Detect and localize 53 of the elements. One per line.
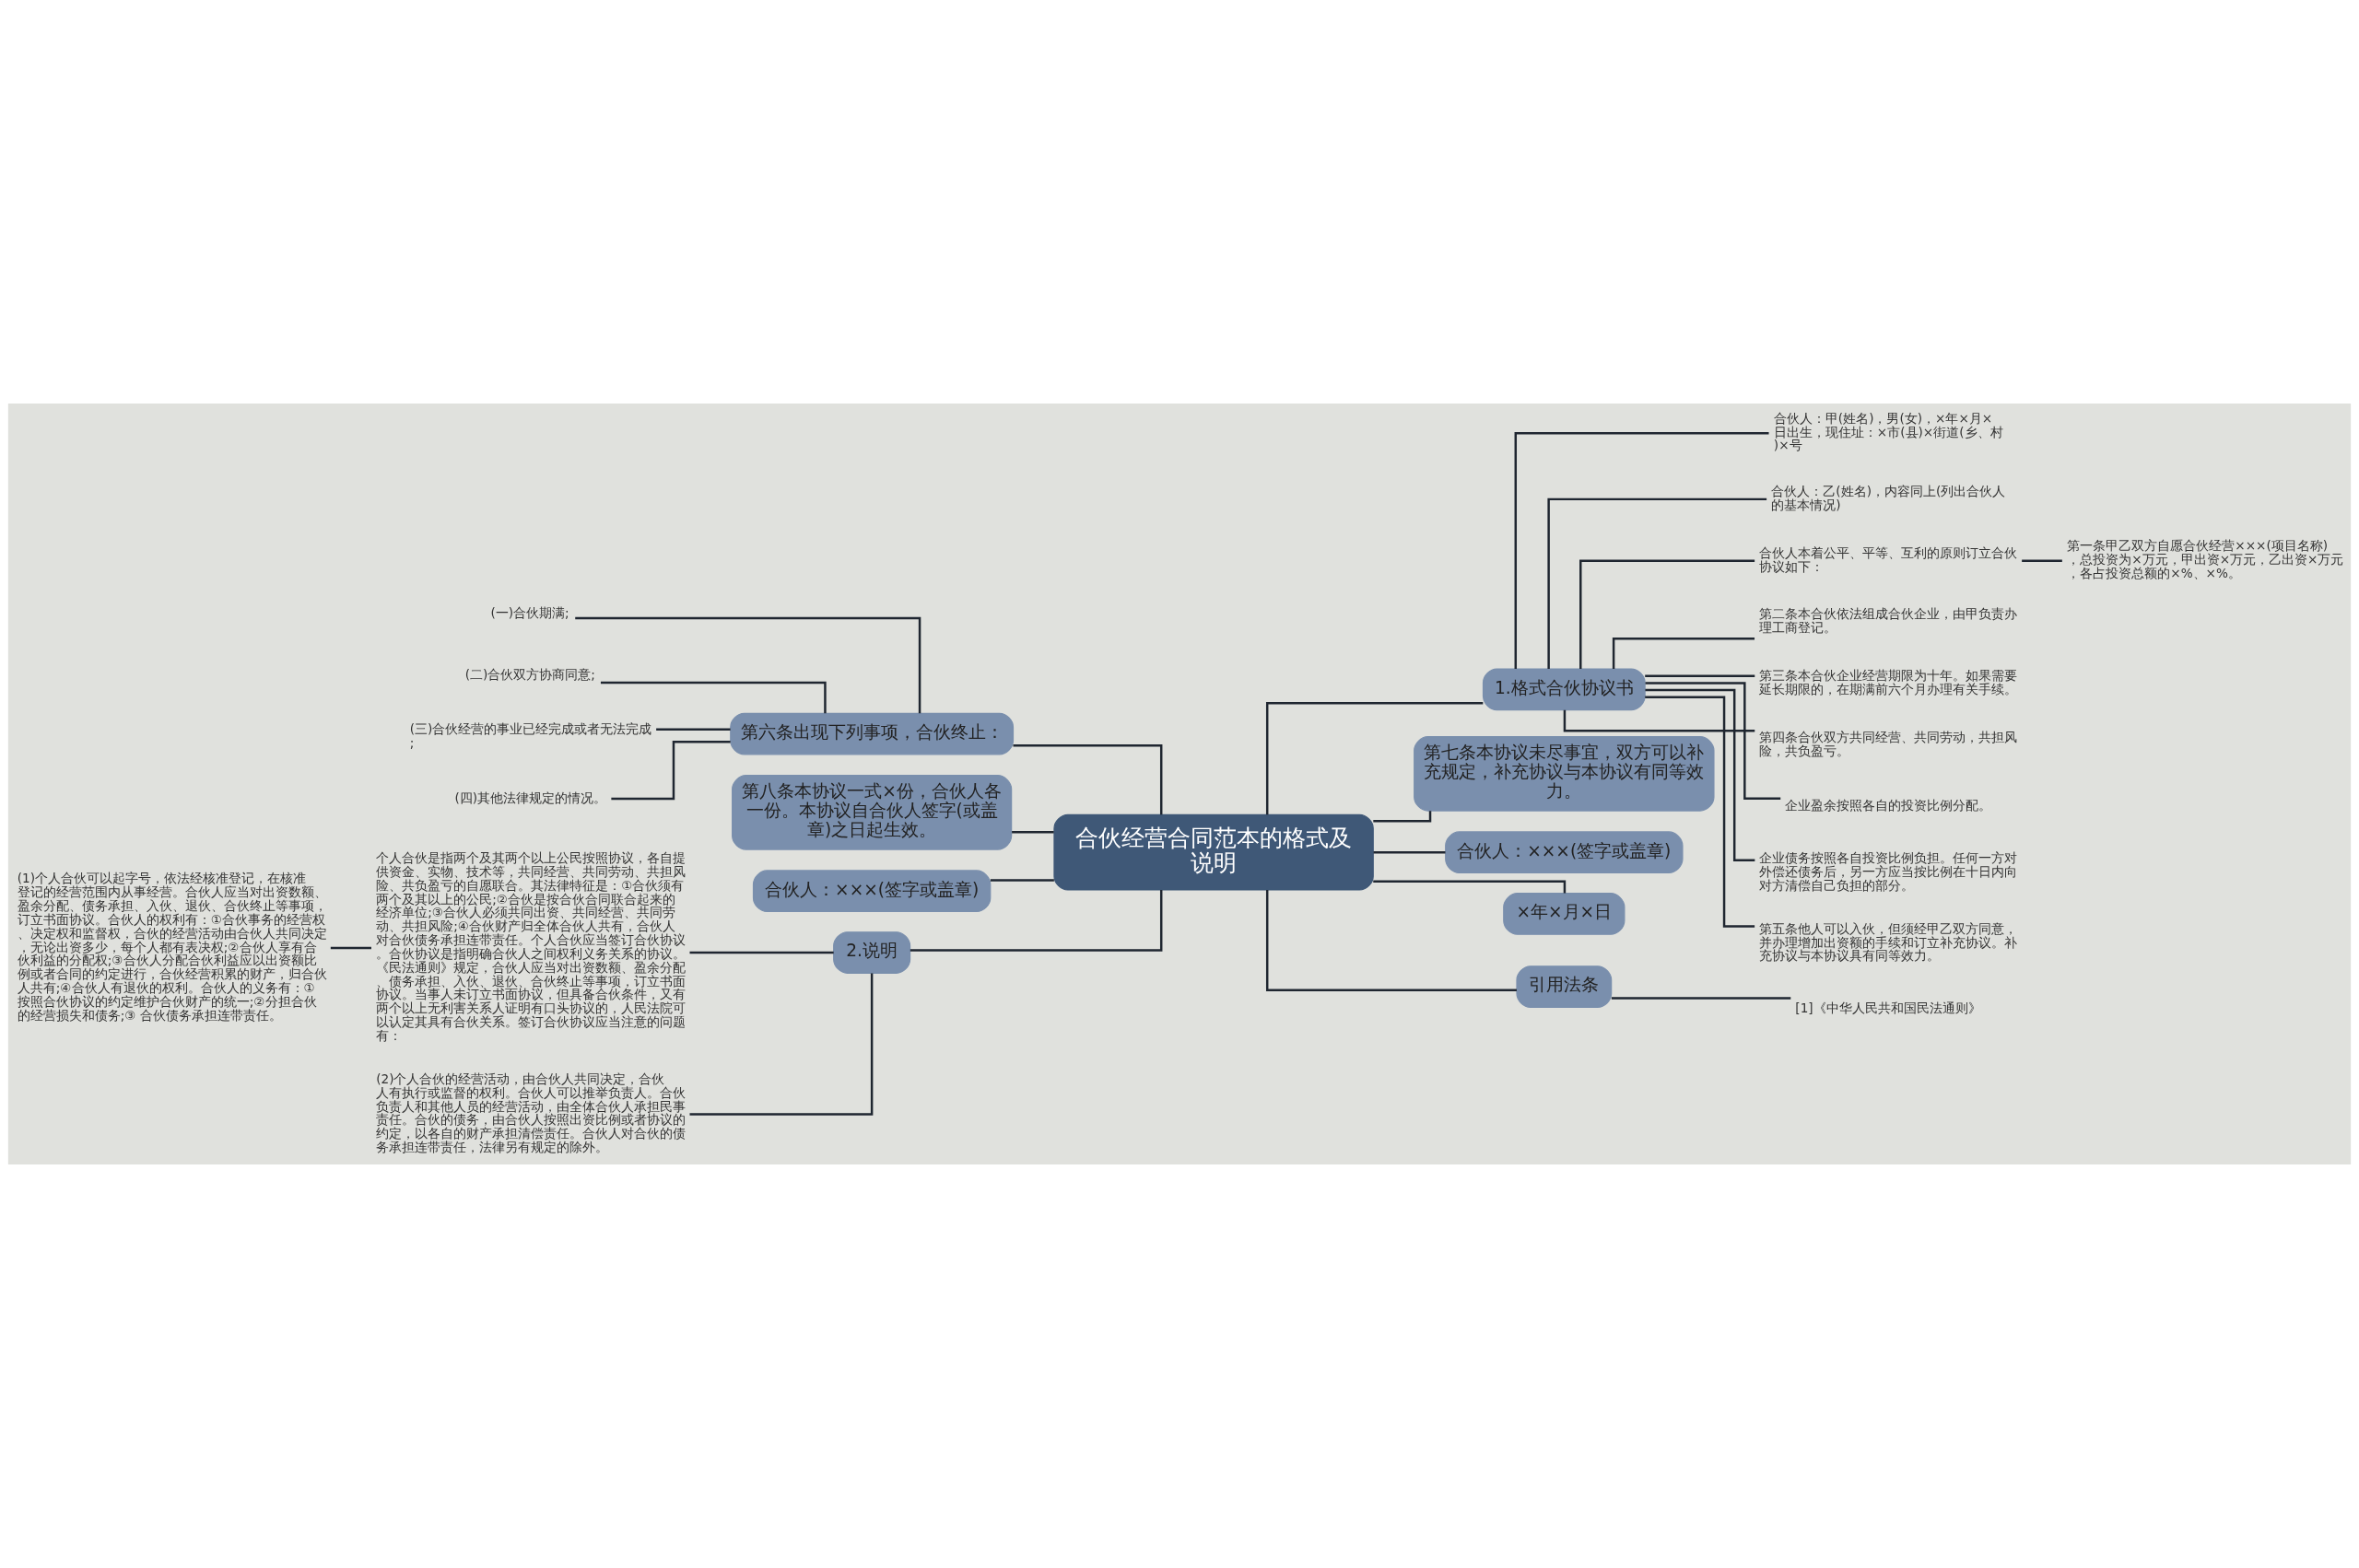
connector — [611, 741, 731, 801]
node-text: 个人合伙是指两个及其两个以上公民按照协议，各自提供资金、实物、技术等，共同经营、共同劳动、共担风险、共负盈亏的自愿联合。其法律特征是：①合伙须有两个及其以上的公民;②合伙是按合伙合同联合起来的经济单位;③合伙人必须共同出资、共同经营、共同劳动、共担风险;④合伙财产归全体合伙人共有，合伙人对合伙债务承担连带责任。个人合伙应当签订合伙协议。合伙协议是指明确合伙人之间权利义务关系的协议。《民法通则》规定，合伙人应当对出资数额、盈余分配、债务承担、入伙、退伙、合伙终止等事项，订立书面协议。当事人未订立书面协议，但具备合伙条件，又有两个以上无利害关系人证明有口头协议的，人民法院可以认定其具有合伙关系。签订合伙协议应当注意的问题有： — [376, 850, 687, 1043]
connector — [1373, 811, 1432, 823]
connector — [656, 728, 731, 731]
node-box: 第六条出现下列事项，合伙终止： — [730, 712, 1015, 755]
connector — [1645, 682, 1781, 800]
node-box: 第八条本协议一式×份，合伙人各一份。本协议自合伙人签字(或盖章)之日起生效。 — [732, 775, 1013, 850]
node-box: 2.说明 — [833, 931, 911, 974]
node-text: (三)合伙经营的事业已经完成或者无法完成; — [409, 721, 652, 751]
node-box: 合伙经营合同范本的格式及说明 — [1053, 813, 1374, 891]
node-box: 引用法条 — [1516, 965, 1613, 1008]
node-text: (2)个人合伙的经营活动，由合伙人共同决定，合伙人有执行或监督的权利。合伙人可以推举负责人。合伙负责人和其他人员的经营活动，由全体合伙人承担民事责任。合伙的债务，由合伙人按照出资比例或者协议的约定，以各自的财产承担清偿责任。合伙人对合伙的债务承担连带责任，法律另有规定的除外。 — [376, 1071, 687, 1155]
connector — [1612, 638, 1755, 669]
node-text: [1]《中华人民共和国民法通则》 — [1795, 1000, 1981, 1016]
node-box: 1.格式合伙协议书 — [1482, 668, 1646, 711]
connector — [689, 973, 874, 1116]
node-text: 合伙人：甲(姓名)，男(女)，×年×月×日出生，现住址：×市(县)×街道(乡、村)×号 — [1773, 410, 2003, 453]
node-text: (一)合伙期满; — [490, 605, 569, 621]
connector — [1611, 997, 1791, 1000]
node-text: 第五条他人可以入伙，但须经甲乙双方同意，并办理增加出资额的手续和订立补充协议。补充协议与本协议具有同等效力。 — [1759, 920, 2018, 964]
node-text: 第四条合伙双方共同经营、共同劳动，共担风险，共负盈亏。 — [1759, 730, 2018, 758]
connector — [910, 890, 1163, 952]
connector — [575, 616, 921, 714]
connector — [1012, 831, 1054, 834]
node-text: 合伙人本着公平、平等、互利的原则订立合伙协议如下： — [1759, 544, 2018, 574]
connector — [330, 946, 371, 950]
node-box: 合伙人：×××(签字或盖章) — [1445, 831, 1684, 874]
connector — [2022, 559, 2062, 562]
connector — [689, 951, 834, 954]
node-text: 合伙人：乙(姓名)，内容同上(列出合伙人的基本情况) — [1771, 483, 2006, 512]
node-text: (四)其他法律规定的情况。 — [454, 790, 607, 805]
node-text: 第三条本合伙企业经营期限为十年。如果需要延长期限的，在期满前六个月办理有关手续。 — [1759, 668, 2018, 697]
connector — [990, 879, 1054, 882]
node-text: (二)合伙双方协商同意; — [464, 666, 595, 682]
node-text: (1)个人合伙可以起字号，依法经核准登记，在核准登记的经营范围内从事经营。合伙人应当对出资数额、盈余分配、债务承担、入伙、退伙、合伙终止等事项，订立书面协议。合伙人的权利有：①合伙事务的经营权、决定权和监督权，合伙的经营活动由合伙人共同决定，无论出资多少，每个人都有表决权;②合伙人享有合伙利益的分配权;③合伙人分配合伙利益应以出资额比例或者合同的约定进行，合伙经营积累的财产，归合伙人共有;④合伙人有退伙的权利。合伙人的义务有：①按照合伙协议的约定维护合伙财产的统一;②分担合伙的经营损失和债务;③ 合伙债务承担连带责任。 — [17, 871, 327, 1023]
connector — [1373, 850, 1446, 854]
node-text: 第二条本合伙依法组成合伙企业，由甲负责办理工商登记。 — [1759, 606, 2018, 636]
connector — [1013, 744, 1163, 815]
node-box: 第七条本协议未尽事宜，双方可以补充规定，补充协议与本协议有同等效力。 — [1414, 736, 1715, 812]
connector — [1645, 674, 1755, 677]
node-text: 企业债务按照各自投资比例负担。任何一方对外偿还债务后，另一方应当按比例在十日内向对方清偿自己负担的部分。 — [1759, 850, 2018, 893]
connector — [1547, 497, 1767, 669]
node-text: 企业盈余按照各自的投资比例分配。 — [1785, 798, 1992, 813]
connector — [1579, 559, 1755, 669]
connector — [1563, 709, 1755, 732]
connector — [1265, 890, 1517, 992]
node-text: 第一条甲乙双方自愿合伙经营×××(项目名称)，总投资为×万元，甲出资×万元，乙出资×万元，各占投资总额的×%、×%。 — [2067, 538, 2344, 580]
connector — [1265, 701, 1484, 815]
node-box: 合伙人：×××(签字或盖章) — [752, 870, 992, 913]
connector — [1645, 688, 1755, 862]
node-box: ×年×月×日 — [1503, 893, 1625, 935]
connector — [1514, 431, 1769, 670]
connector — [1373, 880, 1567, 894]
